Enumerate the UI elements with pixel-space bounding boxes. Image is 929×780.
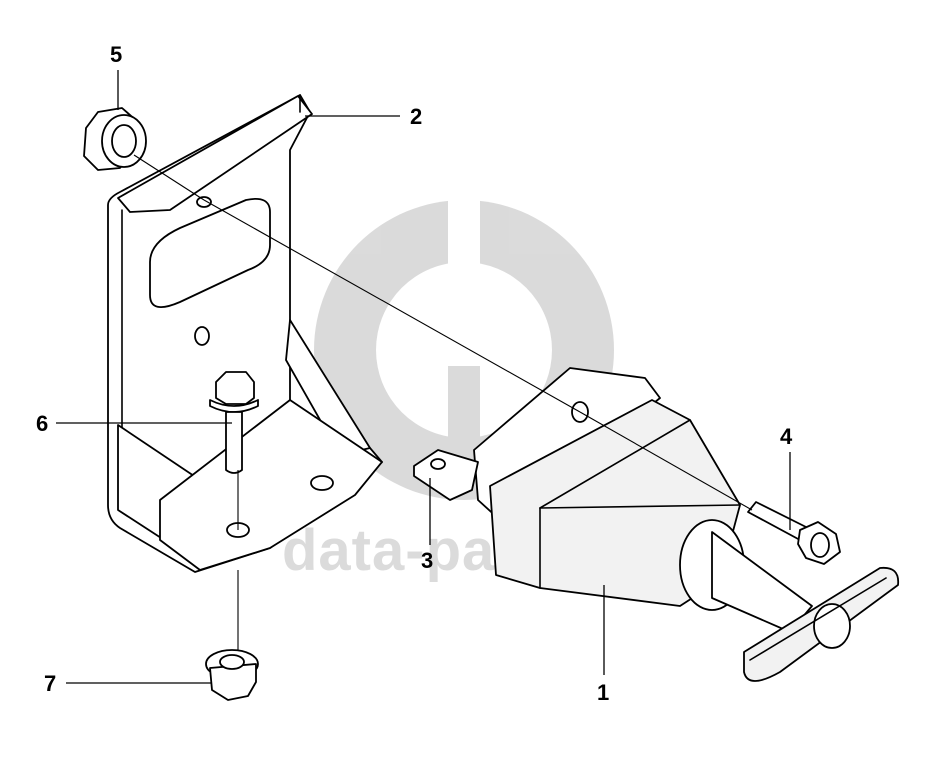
latch-part-1 <box>473 367 900 682</box>
assembly-lines <box>133 154 753 650</box>
callout-2: 2 <box>410 104 422 129</box>
callout-7: 7 <box>44 671 56 696</box>
callout-5: 5 <box>110 42 122 67</box>
flange-nut-part-5 <box>83 107 147 171</box>
callout-3: 3 <box>421 548 433 573</box>
flange-nut-part-7 <box>205 649 259 701</box>
watermark-logo <box>314 200 614 500</box>
tab-plate-part-3 <box>413 449 479 501</box>
callout-6: 6 <box>36 411 48 436</box>
bolt-part-6 <box>209 371 259 474</box>
callout-1: 1 <box>597 680 609 705</box>
leader-lines <box>56 70 791 684</box>
bolt-part-4 <box>747 501 841 565</box>
bracket-part-2 <box>107 94 383 573</box>
callout-4: 4 <box>780 424 793 449</box>
